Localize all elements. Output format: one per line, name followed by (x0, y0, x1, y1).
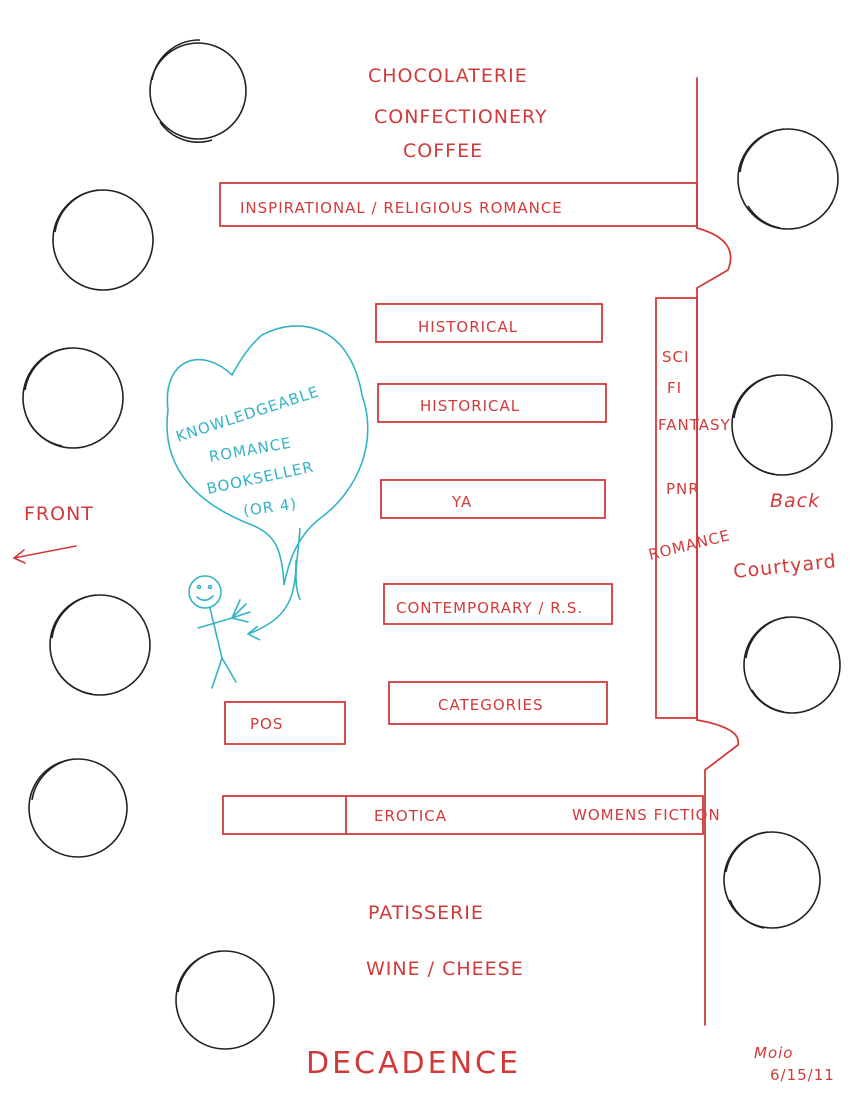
shelf-label-pos: POS (250, 715, 283, 733)
table-icon (737, 128, 839, 230)
label-courtyard: Courtyard (732, 550, 837, 583)
shelf-label-ya: YA (451, 493, 472, 511)
vertical-label-4: PNR (666, 480, 700, 498)
table-icon (52, 189, 154, 291)
area-top-2: CONFECTIONERY (374, 106, 548, 128)
vertical-label-1: SCI (662, 348, 689, 366)
shelf-label-historical-2: HISTORICAL (420, 397, 520, 415)
shelf-historical-2 (377, 383, 607, 423)
area-top-3: COFFEE (403, 140, 483, 162)
table-icon (49, 594, 151, 696)
table-icon (723, 831, 821, 929)
bubble-line-4: (OR 4) (242, 495, 298, 520)
bubble-line-1: KNOWLEDGEABLE (174, 382, 322, 445)
shelf-erotica-womens (222, 795, 704, 835)
shelf-label-categories: CATEGORIES (438, 696, 544, 714)
door-icon (696, 719, 740, 771)
area-footer: DECADENCE (306, 1046, 521, 1081)
shelf-label-erotica: EROTICA (374, 807, 447, 825)
table-icon (175, 950, 275, 1050)
shelf-contemporary (383, 583, 613, 625)
shelf-label-historical-1: HISTORICAL (418, 318, 518, 336)
table-icon (22, 347, 124, 449)
person-icon (188, 575, 251, 689)
shelves (219, 182, 704, 835)
door-icon (696, 227, 732, 289)
signature-date: 6/15/11 (770, 1066, 835, 1084)
label-back: Back (770, 490, 820, 512)
shelf-pos (224, 701, 346, 745)
table-icon (743, 616, 841, 714)
shelf-label-inspirational: INSPIRATIONAL / RELIGIOUS ROMANCE (240, 199, 563, 217)
vertical-label-3: FANTASY (658, 416, 731, 434)
area-top-1: CHOCOLATERIE (368, 65, 528, 87)
shelf-historical-1 (375, 303, 603, 343)
shelf-label-womens-fiction: WOMENS FICTION (572, 806, 721, 824)
tables (22, 39, 841, 1050)
shelf-vertical-genres (655, 297, 698, 719)
area-bottom-2: WINE / CHEESE (366, 958, 524, 980)
shelf-categories (388, 681, 608, 725)
shelf-ya (380, 479, 606, 519)
speech-bubble-icon (166, 325, 369, 586)
shelf-inspirational (219, 182, 698, 227)
table-icon (731, 374, 833, 476)
store-walls (696, 77, 740, 1026)
shelf-label-contemporary: CONTEMPORARY / R.S. (396, 599, 583, 617)
area-bottom-1: PATISSERIE (368, 902, 484, 924)
vertical-label-2: FI (667, 379, 682, 397)
bubble-line-2: ROMANCE (208, 434, 293, 466)
signature-name: Moio (754, 1044, 793, 1062)
table-icon (149, 39, 247, 143)
vertical-label-5: ROMANCE (647, 526, 732, 564)
table-icon (28, 758, 128, 858)
label-front: FRONT (24, 503, 94, 525)
arrow-left-icon (12, 545, 77, 564)
